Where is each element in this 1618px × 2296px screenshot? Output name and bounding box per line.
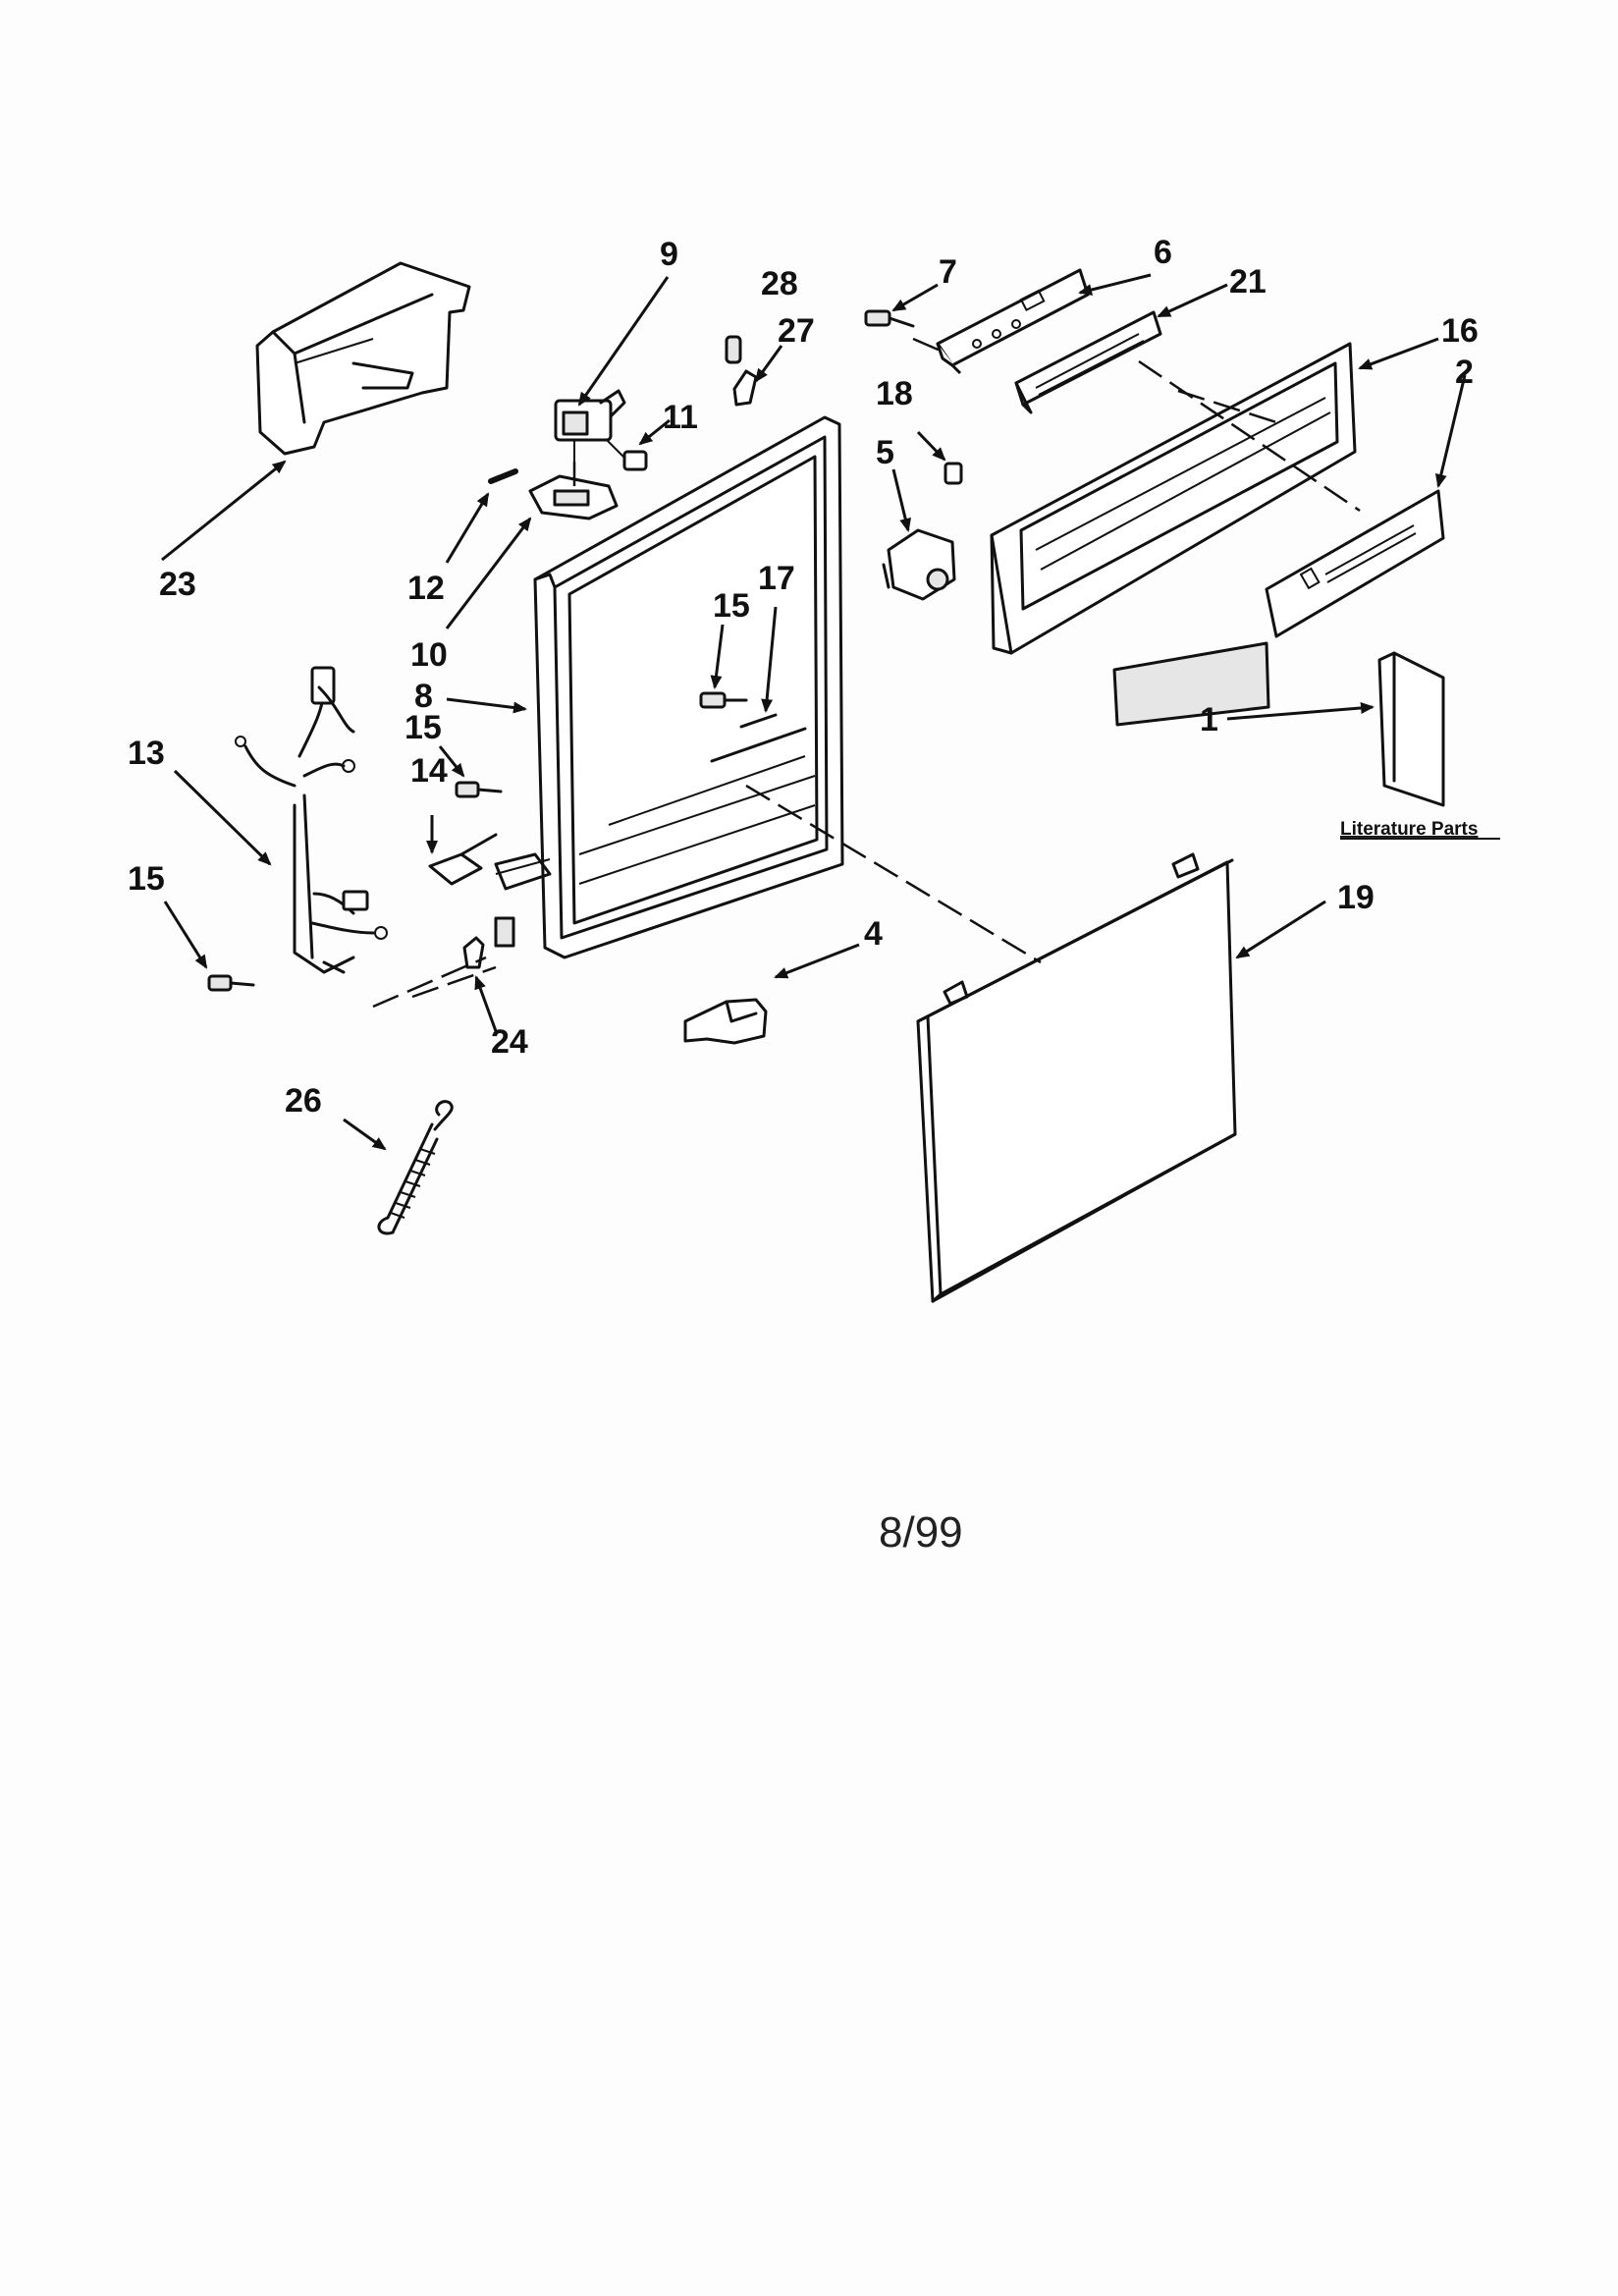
part-14-door-switch bbox=[428, 833, 498, 886]
part-10-latch-housing bbox=[528, 440, 619, 520]
arrow-13 bbox=[173, 769, 272, 866]
arrow-21 bbox=[1157, 283, 1228, 318]
part-15-screw-center bbox=[699, 691, 748, 709]
callout-8: 8 bbox=[414, 678, 433, 715]
arrow-23 bbox=[161, 460, 287, 562]
part-21-circuit-board bbox=[1014, 310, 1162, 414]
callout-26: 26 bbox=[285, 1082, 322, 1120]
callout-10: 10 bbox=[410, 636, 448, 674]
arrow-8 bbox=[446, 697, 527, 714]
arrow-10 bbox=[445, 517, 532, 629]
part-1-literature bbox=[1112, 641, 1445, 807]
dash-line-board bbox=[1177, 389, 1277, 424]
callout-4: 4 bbox=[864, 915, 883, 953]
part-26-door-spring bbox=[377, 1100, 454, 1235]
part-17-gasket bbox=[710, 713, 807, 763]
part-9-latch bbox=[554, 389, 626, 442]
callout-17: 17 bbox=[758, 560, 795, 597]
arrow-5 bbox=[891, 468, 912, 532]
arrow-2 bbox=[1434, 374, 1467, 488]
callout-14: 14 bbox=[410, 752, 448, 790]
arrow-26 bbox=[343, 1118, 387, 1151]
part-15-screw-lower bbox=[207, 974, 255, 992]
part-8-inner-door bbox=[494, 415, 844, 959]
arrow-24 bbox=[474, 975, 498, 1032]
callout-1: 1 bbox=[1200, 701, 1218, 738]
arrow-9 bbox=[577, 276, 670, 407]
callout-21: 21 bbox=[1229, 263, 1267, 301]
callout-15-upper: 15 bbox=[404, 709, 442, 746]
part-24-clip bbox=[462, 936, 485, 969]
part-7-screw bbox=[864, 309, 915, 328]
callout-18: 18 bbox=[876, 375, 913, 412]
callout-15-center: 15 bbox=[713, 587, 750, 625]
callout-12: 12 bbox=[407, 570, 445, 607]
callout-5: 5 bbox=[876, 434, 894, 471]
arrow-4 bbox=[774, 943, 860, 979]
part-11-latch-switch bbox=[606, 439, 648, 471]
arrow-15-center bbox=[710, 624, 725, 689]
arrow-19 bbox=[1235, 900, 1326, 959]
part-15-screw-upper bbox=[455, 781, 503, 798]
part-5-selector-switch bbox=[882, 528, 956, 601]
part-27-clip bbox=[732, 369, 758, 407]
callout-7: 7 bbox=[939, 253, 957, 291]
part-23-top-cover bbox=[255, 261, 471, 456]
callout-23: 23 bbox=[159, 566, 196, 603]
callout-13: 13 bbox=[128, 735, 165, 772]
callout-6: 6 bbox=[1154, 234, 1172, 271]
part-19-door-panel bbox=[916, 852, 1237, 1303]
dash-line-screw7 bbox=[912, 337, 944, 354]
arrow-15-lower bbox=[163, 901, 208, 969]
arrow-11 bbox=[638, 418, 671, 446]
arrow-1 bbox=[1226, 701, 1375, 721]
part-28-spring bbox=[725, 335, 742, 364]
callout-16: 16 bbox=[1441, 312, 1479, 350]
footer-date: 8/99 bbox=[879, 1508, 963, 1557]
dash-line-console bbox=[1138, 359, 1361, 513]
arrow-27 bbox=[754, 345, 783, 383]
part-4-hinge bbox=[683, 998, 768, 1045]
callout-2: 2 bbox=[1455, 354, 1474, 391]
arrow-6 bbox=[1078, 273, 1152, 296]
dash-line-harness bbox=[372, 956, 487, 1009]
arrow-17 bbox=[761, 606, 778, 713]
part-13-wire-harness bbox=[235, 666, 388, 974]
dash-line-door bbox=[745, 784, 1042, 964]
callout-15-lower: 15 bbox=[128, 860, 165, 898]
arrow-7 bbox=[891, 283, 939, 312]
callout-11: 11 bbox=[663, 399, 698, 436]
part-12-pin bbox=[488, 468, 518, 484]
part-18-switch bbox=[944, 462, 963, 485]
callout-19: 19 bbox=[1337, 879, 1375, 916]
arrow-15-upper bbox=[438, 745, 465, 778]
arrow-12 bbox=[445, 492, 490, 564]
arrow-18 bbox=[916, 430, 946, 462]
callout-9: 9 bbox=[660, 236, 678, 273]
callout-24: 24 bbox=[491, 1023, 528, 1061]
literature-parts-label: Literature Parts bbox=[1340, 819, 1478, 840]
callout-27: 27 bbox=[778, 312, 815, 350]
part-2-control-label bbox=[1265, 489, 1445, 638]
arrow-16 bbox=[1358, 337, 1439, 370]
callout-28: 28 bbox=[761, 265, 798, 302]
dash-line-screw bbox=[411, 965, 497, 999]
